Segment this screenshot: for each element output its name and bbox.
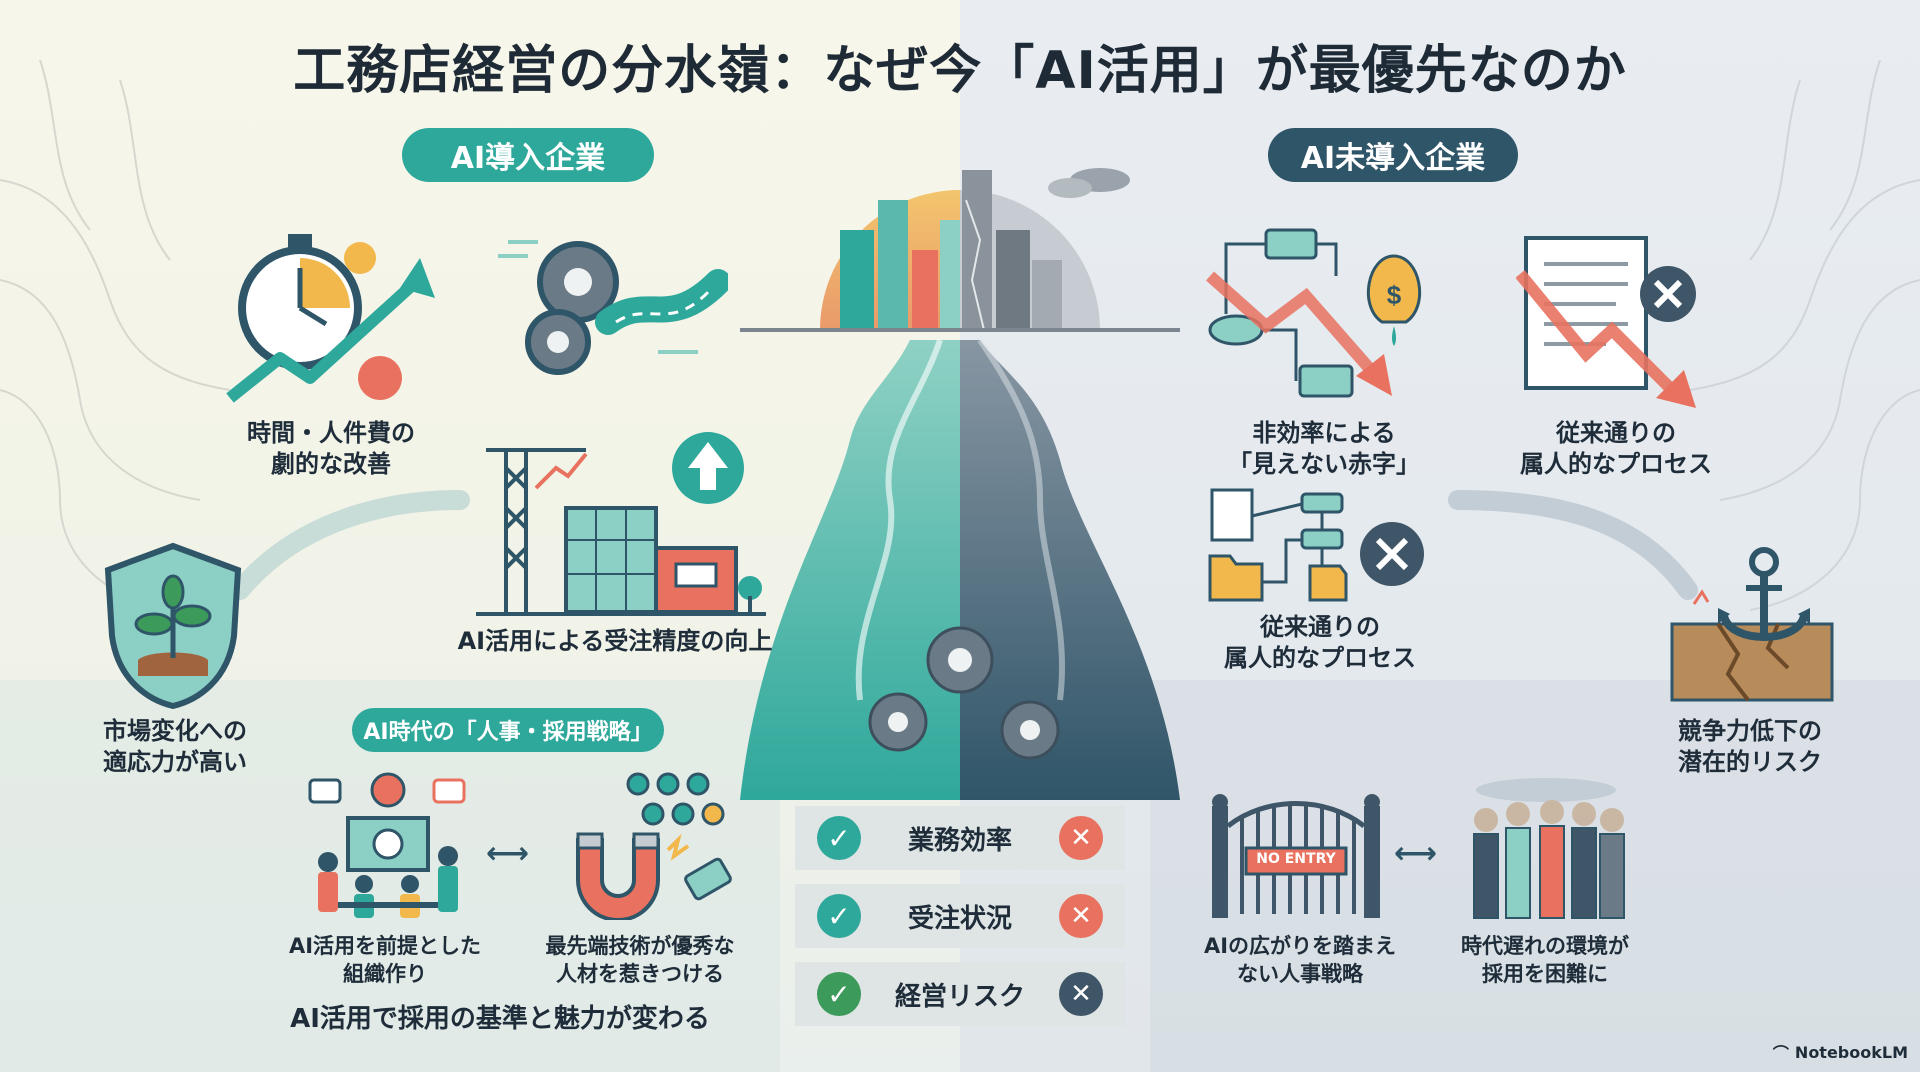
document-decline-icon — [1516, 236, 1696, 408]
team-ai-icon — [308, 772, 466, 918]
hr-strategy-pill: AI時代の「人事・採用戦略」 — [352, 708, 664, 752]
shield-sprout-icon — [104, 542, 242, 710]
right-item-3-label: 従来通りの 属人的なプロセス — [1224, 613, 1416, 672]
svg-text:$: $ — [1387, 280, 1402, 310]
notebooklm-logo-icon: ⌒ — [1772, 1044, 1789, 1063]
comparison-row-1-label: 業務効率 — [907, 825, 1012, 856]
double-arrow-left-icon: ⟷ — [486, 836, 530, 871]
right-header-pill: AI未導入企業 — [1268, 128, 1518, 182]
comparison-row-2: ✓ 受注状況 ✕ — [795, 884, 1125, 948]
left-item-2-label: AI活用による受注精度の向上 — [457, 627, 773, 655]
brand-label: NotebookLM — [1794, 1042, 1908, 1062]
right-item-4-label: 競争力低下の 潜在的リスク — [1678, 717, 1822, 776]
cross-icon: ✕ — [1059, 972, 1103, 1016]
comparison-row-3: ✓ 経営リスク ✕ — [795, 962, 1125, 1026]
right-hr-item-2-label: 時代遅れの環境が 採用を困難に — [1461, 934, 1629, 986]
curve-arrow-right-icon — [1448, 490, 1698, 600]
comparison-row-3-label: 経営リスク — [894, 981, 1025, 1012]
double-arrow-right-icon: ⟷ — [1394, 836, 1438, 871]
right-item-1-label: 非効率による 「見えない赤字」 — [1228, 419, 1420, 478]
construction-growth-icon — [476, 432, 766, 616]
stopwatch-growth-icon — [226, 234, 435, 403]
right-item-2-label: 従来通りの 属人的なプロセス — [1520, 419, 1712, 478]
diverging-road-icon — [740, 168, 1180, 800]
check-icon: ✓ — [817, 972, 861, 1016]
hr-item-2-label: 最先端技術が優秀な 人材を惹きつける — [545, 934, 735, 986]
no-entry-gate-icon — [1212, 794, 1380, 918]
curve-arrow-left-icon — [230, 490, 470, 600]
right-decor-lines-icon — [1689, 60, 1920, 611]
hr-footer-label: AI活用で採用の基準と魅力が変わる — [290, 1004, 710, 1034]
comparison-row-2-label: 受注状況 — [907, 903, 1012, 934]
anchor-crack-icon — [1670, 547, 1834, 702]
idle-people-icon — [1473, 778, 1625, 919]
folder-flow-x-icon — [1208, 488, 1424, 602]
right-hr-item-1-label: AIの広がりを踏まえ ない人事戦略 — [1203, 934, 1397, 986]
no-entry-sign-label: NO ENTRY — [1256, 851, 1336, 867]
left-item-3-label: 市場変化への 適応力が高い — [103, 717, 247, 776]
magnet-talent-icon — [576, 772, 732, 920]
hr-item-1-label: AI活用を前提とした 組織作り — [288, 934, 482, 986]
page-title: 工務店経営の分水嶺：なぜ今「AI活用」が最優先なのか — [293, 41, 1627, 101]
check-icon: ✓ — [817, 816, 861, 860]
cross-icon: ✕ — [1059, 894, 1103, 938]
left-header-pill: AI導入企業 — [402, 128, 654, 182]
right-lower-band — [1150, 680, 1920, 1072]
left-item-1-label: 時間・人件費の 劇的な改善 — [247, 419, 415, 478]
gears-flow-icon — [498, 240, 728, 375]
money-leak-flow-icon: $ — [1206, 228, 1422, 398]
check-icon: ✓ — [817, 894, 861, 938]
brand-watermark: ⌒ NotebookLM — [1773, 1040, 1908, 1064]
cross-icon: ✕ — [1059, 816, 1103, 860]
comparison-row-1: ✓ 業務効率 ✕ — [795, 806, 1125, 870]
